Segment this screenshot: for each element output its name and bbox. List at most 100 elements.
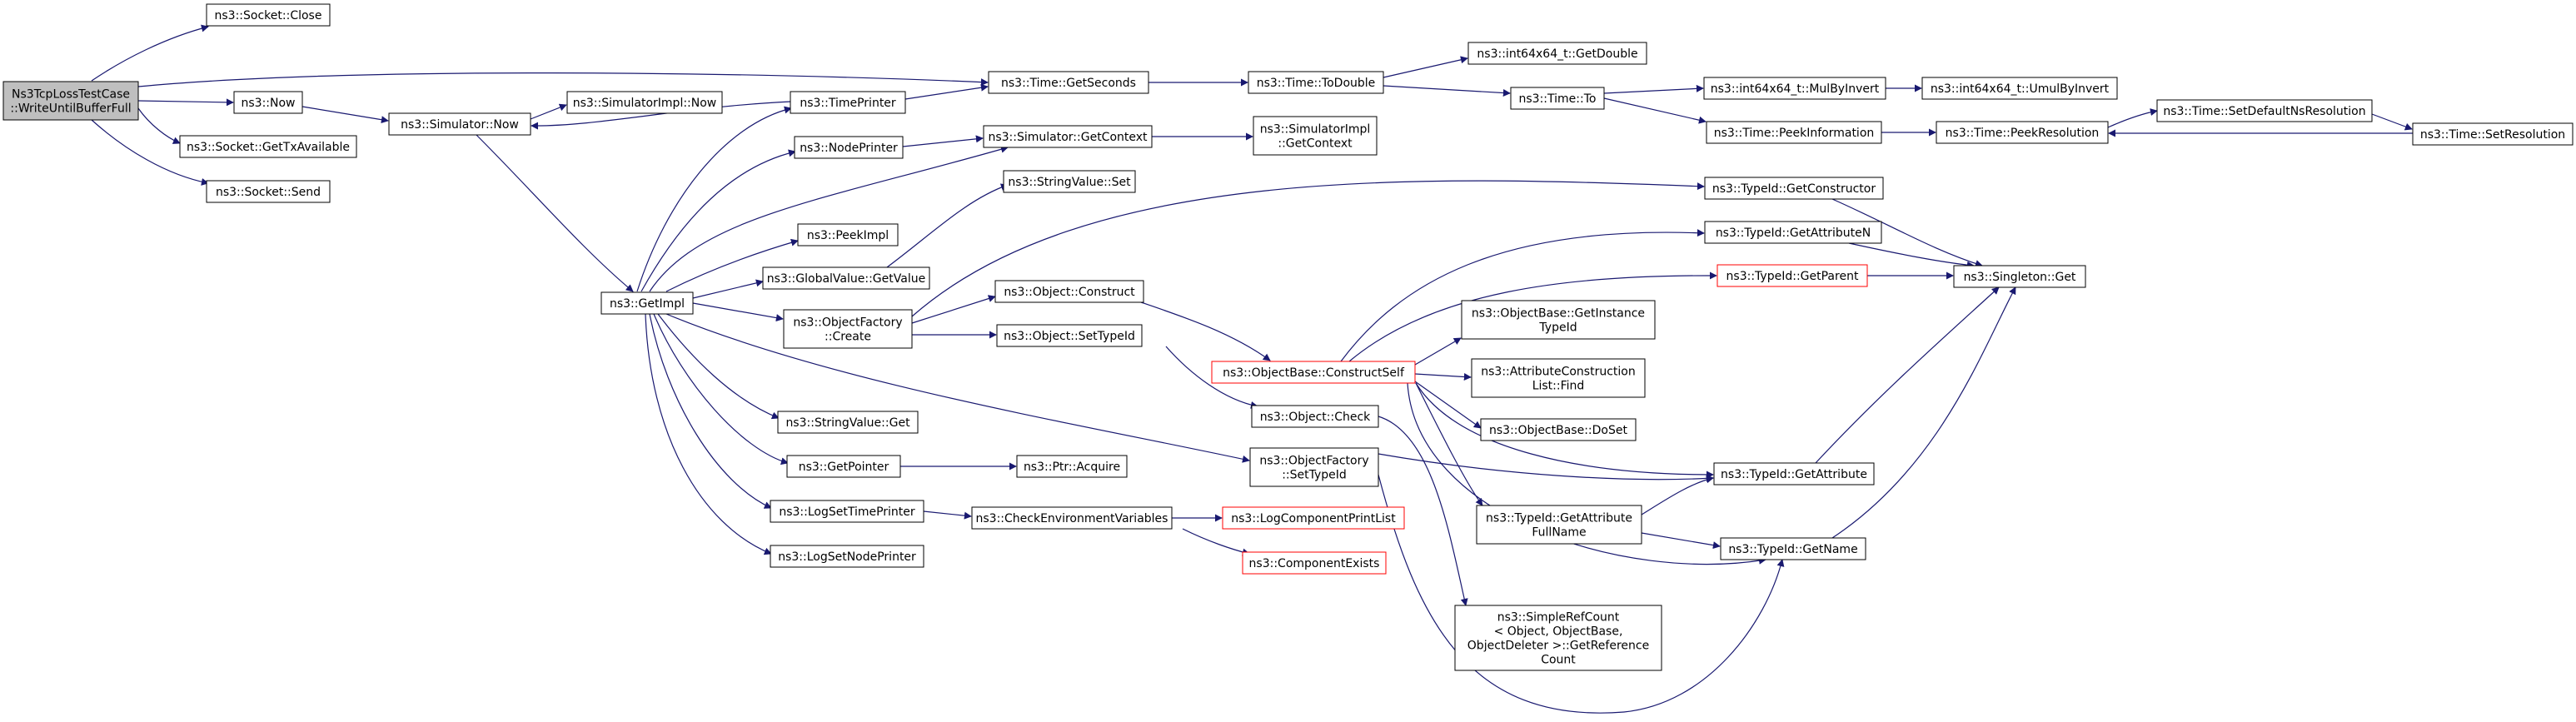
- node-simimpl_getcontext[interactable]: ns3::SimulatorImpl::GetContext: [1253, 116, 1378, 156]
- node-singleton_get[interactable]: ns3::Singleton::Get: [1953, 265, 2086, 288]
- node-tid_getparent[interactable]: ns3::TypeId::GetParent: [1717, 264, 1868, 287]
- node-logsettime[interactable]: ns3::LogSetTimePrinter: [770, 500, 924, 523]
- node-time_setdefaultns[interactable]: ns3::Time::SetDefaultNsResolution: [2156, 99, 2373, 122]
- node-time_peekresolution[interactable]: ns3::Time::PeekResolution: [1936, 121, 2109, 144]
- edge-tid_getattrfullname-to-tid_getattribute: [1641, 476, 1714, 515]
- node-ob_constructself[interactable]: ns3::ObjectBase::ConstructSelf: [1211, 361, 1416, 384]
- node-sv_get[interactable]: ns3::StringValue::Get: [777, 411, 919, 434]
- node-tid_getconstructor[interactable]: ns3::TypeId::GetConstructor: [1704, 177, 1884, 200]
- node-peekimpl[interactable]: ns3::PeekImpl: [797, 223, 899, 246]
- node-label: ns3::int64x64_t::UmulByInvert: [1931, 82, 2110, 96]
- node-box: [786, 455, 901, 478]
- node-box: [790, 91, 906, 114]
- edge-tid_getattributen-to-singleton_get: [1848, 242, 1975, 269]
- node-obj_construct[interactable]: ns3::Object::Construct: [994, 280, 1144, 303]
- node-socket_gettx[interactable]: ns3::Socket::GetTxAvailable: [179, 135, 357, 158]
- node-label: ns3::Simulator::Now: [401, 118, 519, 132]
- node-box: [2, 81, 139, 121]
- edge-checkenv-to-comp_exists: [1182, 528, 1250, 556]
- node-sim_now[interactable]: ns3::Simulator::Now: [388, 112, 531, 136]
- node-comp_exists[interactable]: ns3::ComponentExists: [1242, 551, 1387, 575]
- node-time_peekinfo[interactable]: ns3::Time::PeekInformation: [1706, 121, 1882, 144]
- node-box: [1248, 71, 1384, 94]
- node-box: [206, 180, 331, 203]
- node-obj_check[interactable]: ns3::Object::Check: [1251, 405, 1379, 428]
- node-label: ns3::ObjectFactory: [793, 316, 902, 330]
- node-socket_send[interactable]: ns3::Socket::Send: [206, 180, 331, 203]
- node-box: [179, 135, 357, 158]
- edge-time_todouble-to-i64_getdouble: [1383, 56, 1468, 78]
- node-simimpl_now[interactable]: ns3::SimulatorImpl::Now: [566, 91, 723, 114]
- node-box: [1249, 447, 1379, 487]
- node-simplerefcount[interactable]: ns3::SimpleRefCount< Object, ObjectBase,…: [1454, 605, 1662, 671]
- node-logsetnode[interactable]: ns3::LogSetNodePrinter: [770, 545, 924, 568]
- edge-gv_getvalue-to-sv_set: [886, 183, 1009, 268]
- edge-ob_constructself-to-tid_getattrfullname: [1415, 382, 1483, 506]
- node-ob_doset[interactable]: ns3::ObjectBase::DoSet: [1480, 418, 1637, 441]
- edge-root-to-socket_send: [91, 119, 209, 186]
- edge-nodeprinter-to-sim_getcontext: [902, 135, 984, 147]
- node-ptr_acquire[interactable]: ns3::Ptr::Acquire: [1016, 455, 1128, 478]
- node-tid_getattribute[interactable]: ns3::TypeId::GetAttribute: [1713, 462, 1875, 485]
- edge-tid_getname-to-singleton_get: [1831, 286, 2016, 539]
- node-nodeprinter[interactable]: ns3::NodePrinter: [794, 136, 904, 159]
- node-sv_set[interactable]: ns3::StringValue::Set: [1003, 170, 1136, 193]
- node-label: ns3::CheckEnvironmentVariables: [976, 512, 1168, 525]
- edge-logsettime-to-checkenv: [923, 510, 972, 520]
- node-label: ns3::Time::To: [1519, 92, 1597, 106]
- node-box: [388, 112, 531, 136]
- node-timeprinter[interactable]: ns3::TimePrinter: [790, 91, 906, 114]
- node-of_create[interactable]: ns3::ObjectFactory::Create: [783, 309, 913, 349]
- node-now[interactable]: ns3::Now: [233, 91, 303, 114]
- node-box: [1242, 551, 1387, 575]
- node-label: ns3::StringValue::Get: [785, 416, 910, 430]
- node-root[interactable]: Ns3TcpLossTestCase::WriteUntilBufferFull: [2, 81, 139, 121]
- node-time_todouble[interactable]: ns3::Time::ToDouble: [1248, 71, 1384, 94]
- node-label: ns3::Object::Check: [1260, 411, 1371, 424]
- edge-getimpl-to-sim_getcontext: [649, 145, 1009, 292]
- node-label: ns3::TypeId::GetAttributeN: [1716, 227, 1871, 240]
- node-label: ns3::Now: [242, 97, 296, 110]
- node-label: ns3::Ptr::Acquire: [1024, 461, 1120, 474]
- node-label: List::Find: [1532, 380, 1585, 393]
- node-time_getseconds[interactable]: ns3::Time::GetSeconds: [988, 71, 1149, 94]
- node-tid_getname[interactable]: ns3::TypeId::GetName: [1720, 537, 1866, 560]
- node-obj_settypeid[interactable]: ns3::Object::SetTypeId: [996, 324, 1143, 347]
- edge-ob_constructself-to-ob_getinstancetypeid: [1414, 337, 1462, 366]
- node-box: [1704, 221, 1882, 244]
- node-box: [1704, 177, 1884, 200]
- node-label: ns3::Object::Construct: [1004, 286, 1135, 299]
- edge-obj_construct-to-ob_constructself: [1140, 301, 1271, 361]
- node-box: [1222, 506, 1405, 530]
- node-checkenv[interactable]: ns3::CheckEnvironmentVariables: [971, 506, 1173, 530]
- node-i64_umulbyinvert[interactable]: ns3::int64x64_t::UmulByInvert: [1921, 77, 2118, 100]
- node-socket_close[interactable]: ns3::Socket::Close: [206, 3, 331, 27]
- node-i64_mulbyinvert[interactable]: ns3::int64x64_t::MulByInvert: [1703, 77, 1886, 100]
- edge-getimpl-to-sv_get: [657, 313, 780, 420]
- node-label: ns3::Time::ToDouble: [1257, 77, 1376, 90]
- edge-time_to-to-time_peekinfo: [1603, 97, 1707, 124]
- edge-ob_constructself-to-tid_getattribute: [1415, 382, 1714, 479]
- node-getimpl[interactable]: ns3::GetImpl: [600, 291, 694, 315]
- node-box: [971, 506, 1173, 530]
- node-box: [983, 125, 1153, 148]
- node-gv_getvalue[interactable]: ns3::GlobalValue::GetValue: [762, 266, 930, 290]
- node-logcomp_printlist[interactable]: ns3::LogComponentPrintList: [1222, 506, 1405, 530]
- edge-of_settypeid-to-tid_getattribute: [1378, 453, 1714, 482]
- node-i64_getdouble[interactable]: ns3::int64x64_t::GetDouble: [1467, 42, 1647, 65]
- node-box: [797, 223, 899, 246]
- node-time_to[interactable]: ns3::Time::To: [1510, 87, 1605, 110]
- node-box: [1480, 418, 1637, 441]
- node-of_settypeid[interactable]: ns3::ObjectFactory::SetTypeId: [1249, 447, 1379, 487]
- edge-ob_constructself-to-tid_getparent: [1348, 271, 1717, 362]
- node-label: ns3::Socket::GetTxAvailable: [187, 141, 350, 154]
- node-time_setresolution[interactable]: ns3::Time::SetResolution: [2412, 122, 2574, 146]
- node-box: [1253, 116, 1378, 156]
- node-tid_getattributen[interactable]: ns3::TypeId::GetAttributeN: [1704, 221, 1882, 244]
- node-box: [762, 266, 930, 290]
- node-getpointer[interactable]: ns3::GetPointer: [786, 455, 901, 478]
- node-sim_getcontext[interactable]: ns3::Simulator::GetContext: [983, 125, 1153, 148]
